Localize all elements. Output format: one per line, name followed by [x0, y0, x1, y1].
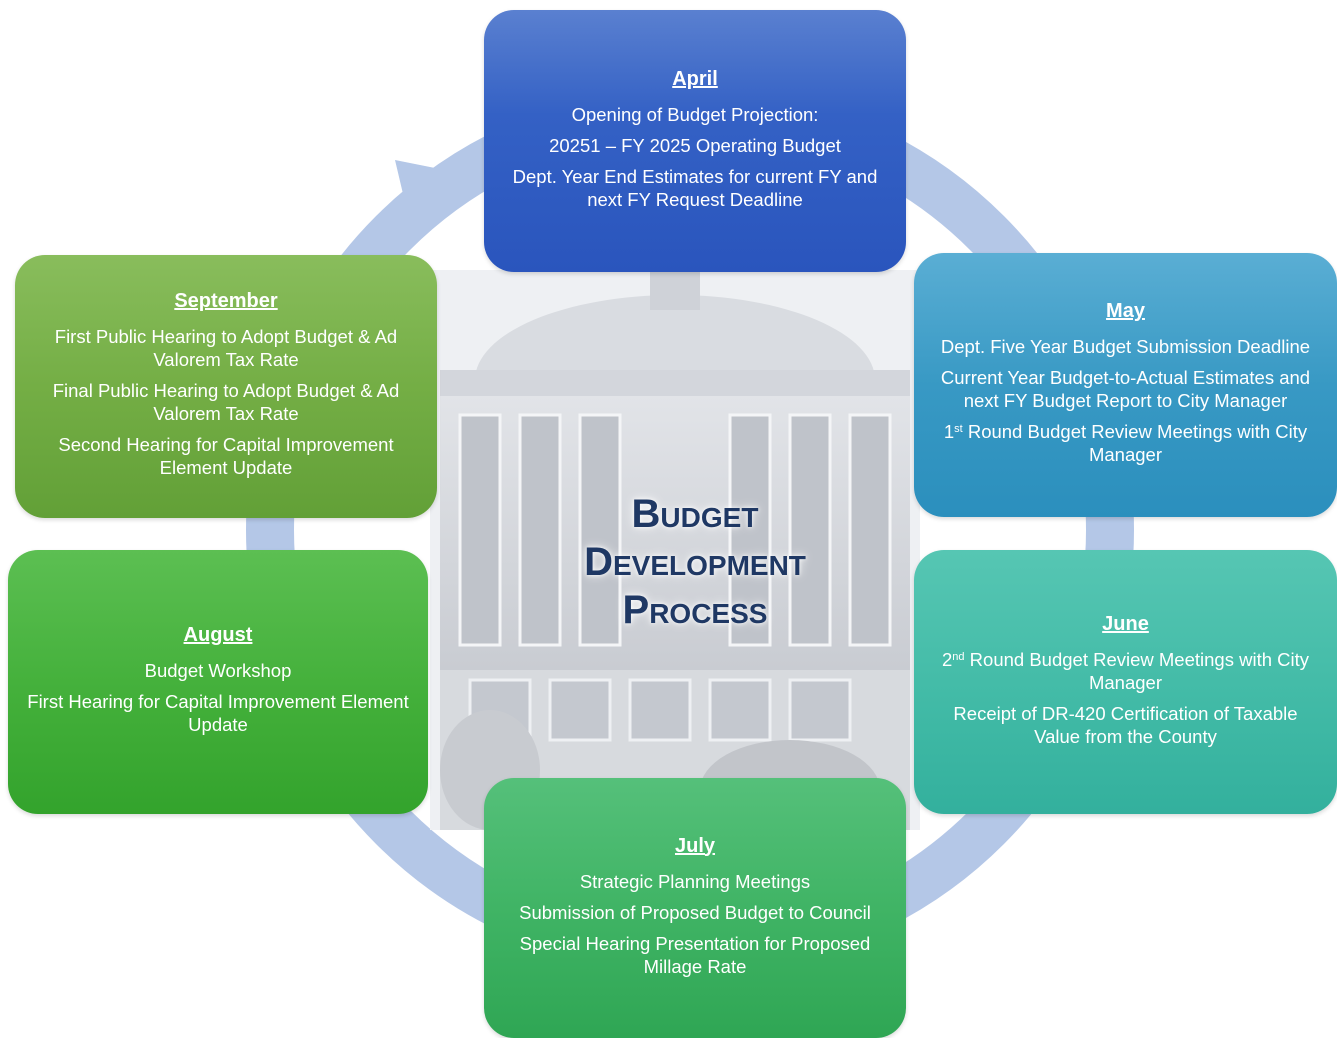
phase-may-item-3-ordinal: st: [954, 423, 963, 435]
phase-july-item-3: Special Hearing Presentation for Propose…: [519, 932, 871, 977]
phase-april: April Opening of Budget Projection: 2025…: [484, 10, 906, 272]
phase-may-item-2: Current Year Budget-to-Actual Estimates …: [940, 367, 1311, 411]
phase-august-item-1: Budget Workshop: [144, 660, 292, 681]
phase-august-month: August: [183, 624, 253, 646]
phase-may-item-3-text: Round Budget Review Meetings with City M…: [962, 421, 1308, 465]
diagram-title-line-1: Budget: [631, 492, 759, 536]
phase-may: May Dept. Five Year Budget Submission De…: [914, 253, 1337, 517]
phase-june-item-1-number: 2: [941, 648, 953, 670]
phase-april-item-3: Dept. Year End Estimates for current FY …: [512, 165, 878, 210]
phase-july-item-2: Submission of Proposed Budget to Council: [519, 901, 871, 923]
phase-april-item-1: Opening of Budget Projection:: [571, 103, 819, 125]
phase-june-item-1-text: Round Budget Review Meetings with City M…: [964, 648, 1310, 693]
cycle-arrowhead: [395, 160, 470, 232]
phase-july-month: July: [674, 834, 716, 857]
phase-june: June 2nd Round Budget Review Meetings wi…: [914, 550, 1337, 814]
diagram-title-line-3: Process: [622, 588, 768, 632]
phase-august-item-2: First Hearing for Capital Improvement El…: [27, 691, 409, 735]
phase-september-item-1: First Public Hearing to Adopt Budget & A…: [54, 326, 398, 370]
phase-june-item-1-ordinal: nd: [952, 650, 965, 663]
phase-september: September First Public Hearing to Adopt …: [15, 255, 437, 518]
phase-may-month: May: [1106, 300, 1145, 322]
phase-july: July Strategic Planning Meetings Submiss…: [484, 778, 906, 1038]
phase-may-item-3-number: 1: [943, 421, 955, 442]
phase-june-month: June: [1102, 612, 1149, 635]
diagram-title-line-2: Development: [584, 540, 806, 584]
phase-september-item-2: Final Public Hearing to Adopt Budget & A…: [52, 380, 400, 424]
phase-april-month: April: [672, 67, 718, 90]
phase-april-item-2: 20251 – FY 2025 Operating Budget: [549, 134, 841, 156]
diagram-title: Budget Development Process: [540, 490, 850, 634]
phase-august: August Budget Workshop First Hearing for…: [8, 550, 428, 814]
phase-june-item-1: 2nd Round Budget Review Meetings with Ci…: [932, 648, 1319, 694]
phase-june-item-2: Receipt of DR-420 Certification of Taxab…: [953, 702, 1298, 747]
phase-july-item-1: Strategic Planning Meetings: [579, 870, 811, 892]
phase-may-item-3: 1st Round Budget Review Meetings with Ci…: [932, 420, 1319, 466]
phase-september-month: September: [174, 290, 278, 312]
phase-september-item-3: Second Hearing for Capital Improvement E…: [58, 434, 394, 478]
city-hall-building-image: [430, 270, 920, 830]
phase-may-item-1: Dept. Five Year Budget Submission Deadli…: [940, 336, 1311, 357]
